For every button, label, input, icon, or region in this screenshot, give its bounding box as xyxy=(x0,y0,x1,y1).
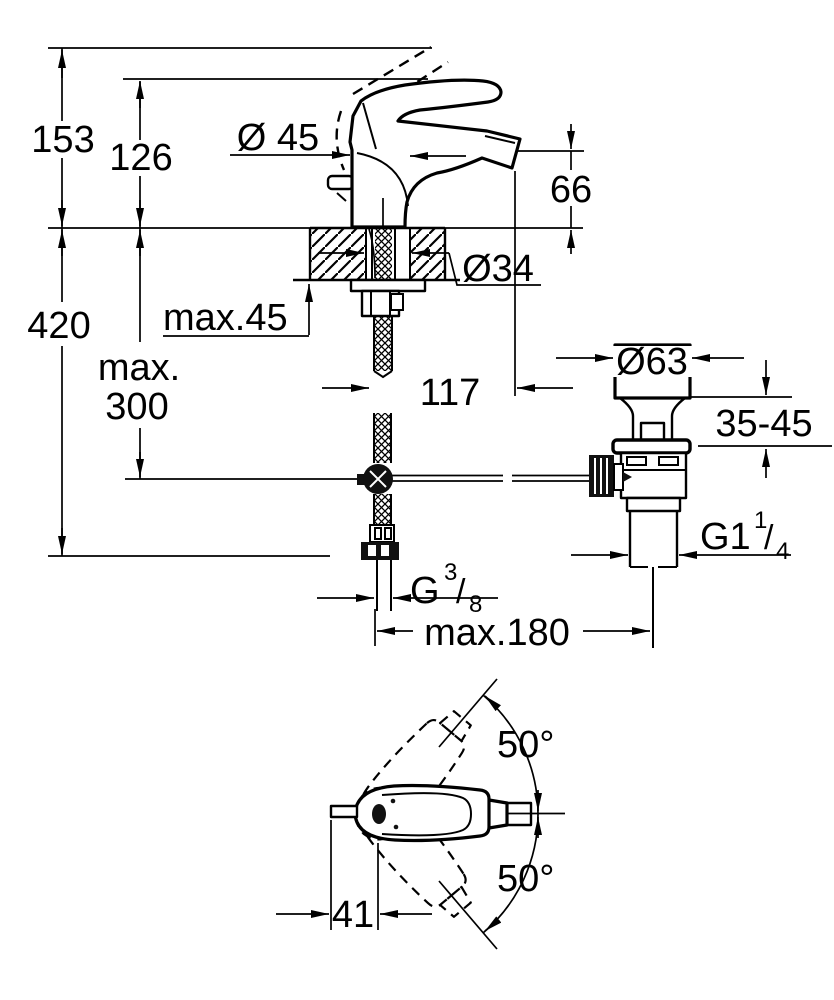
supply-hose-upper xyxy=(374,413,391,463)
below-deck-assembly xyxy=(349,228,589,611)
body-inner-arc xyxy=(356,152,409,207)
label-base-diameter: Ø 45 xyxy=(237,117,319,159)
pop-up-horizontal-rod xyxy=(391,474,589,482)
pop-up-waste-assembly xyxy=(589,343,692,648)
threaded-rod xyxy=(374,316,392,371)
supply-hose-lower xyxy=(374,494,391,525)
label-below-deck-height: 420 xyxy=(27,305,90,347)
lever-body-divider xyxy=(362,102,377,150)
label-waste-thread: G1 1 / 4 xyxy=(700,507,789,565)
waste-body-lower-band xyxy=(625,496,682,513)
waste-flange xyxy=(611,438,692,455)
label-overall-height: 153 xyxy=(31,119,94,161)
knob-connector xyxy=(613,463,624,491)
label-spout-height: 66 xyxy=(550,169,592,211)
faucet-body-outline xyxy=(348,78,522,229)
rod-clamp-screw xyxy=(623,472,632,482)
pop-up-rod-knob xyxy=(326,174,355,191)
label-spout-projection: 117 xyxy=(420,372,481,414)
label-hose-length-line1: max. xyxy=(98,347,180,389)
label-supply-thread: G 3 / 8 xyxy=(410,559,482,618)
aerator-inner-line xyxy=(484,135,516,144)
handle-pin xyxy=(329,804,359,819)
deck-hatch-left xyxy=(311,229,366,280)
label-swivel-angle-lower: 50° xyxy=(497,858,554,900)
shank-thread xyxy=(375,229,392,280)
dimension-labels: 153 126 Ø 45 66 420 max.45 Ø34 max. 300 … xyxy=(27,117,812,936)
label-waste-flange-diameter: Ø63 xyxy=(616,341,688,383)
label-height-to-lever: 126 xyxy=(109,137,172,179)
label-swivel-angle-upper: 50° xyxy=(497,724,554,766)
handle-logo-mark xyxy=(372,804,386,824)
waste-body xyxy=(619,451,688,500)
label-basin-thickness-range: 35-45 xyxy=(715,403,812,445)
label-waste-center-distance: max.180 xyxy=(424,612,570,654)
mounting-washer xyxy=(349,278,427,293)
deck-hatch-right xyxy=(410,229,445,280)
dimension-arrows xyxy=(58,50,791,932)
label-handle-overhang: 41 xyxy=(332,894,374,936)
nut-side-tab xyxy=(390,293,404,311)
label-hole-diameter: Ø34 xyxy=(462,248,534,290)
dimension-lines xyxy=(58,48,832,932)
label-hose-length-line2: 300 xyxy=(105,386,168,428)
hose-nut xyxy=(361,542,399,560)
faucet-front-view xyxy=(326,45,522,229)
label-deck-thickness: max.45 xyxy=(163,297,288,339)
aerator-top-view xyxy=(505,801,533,827)
